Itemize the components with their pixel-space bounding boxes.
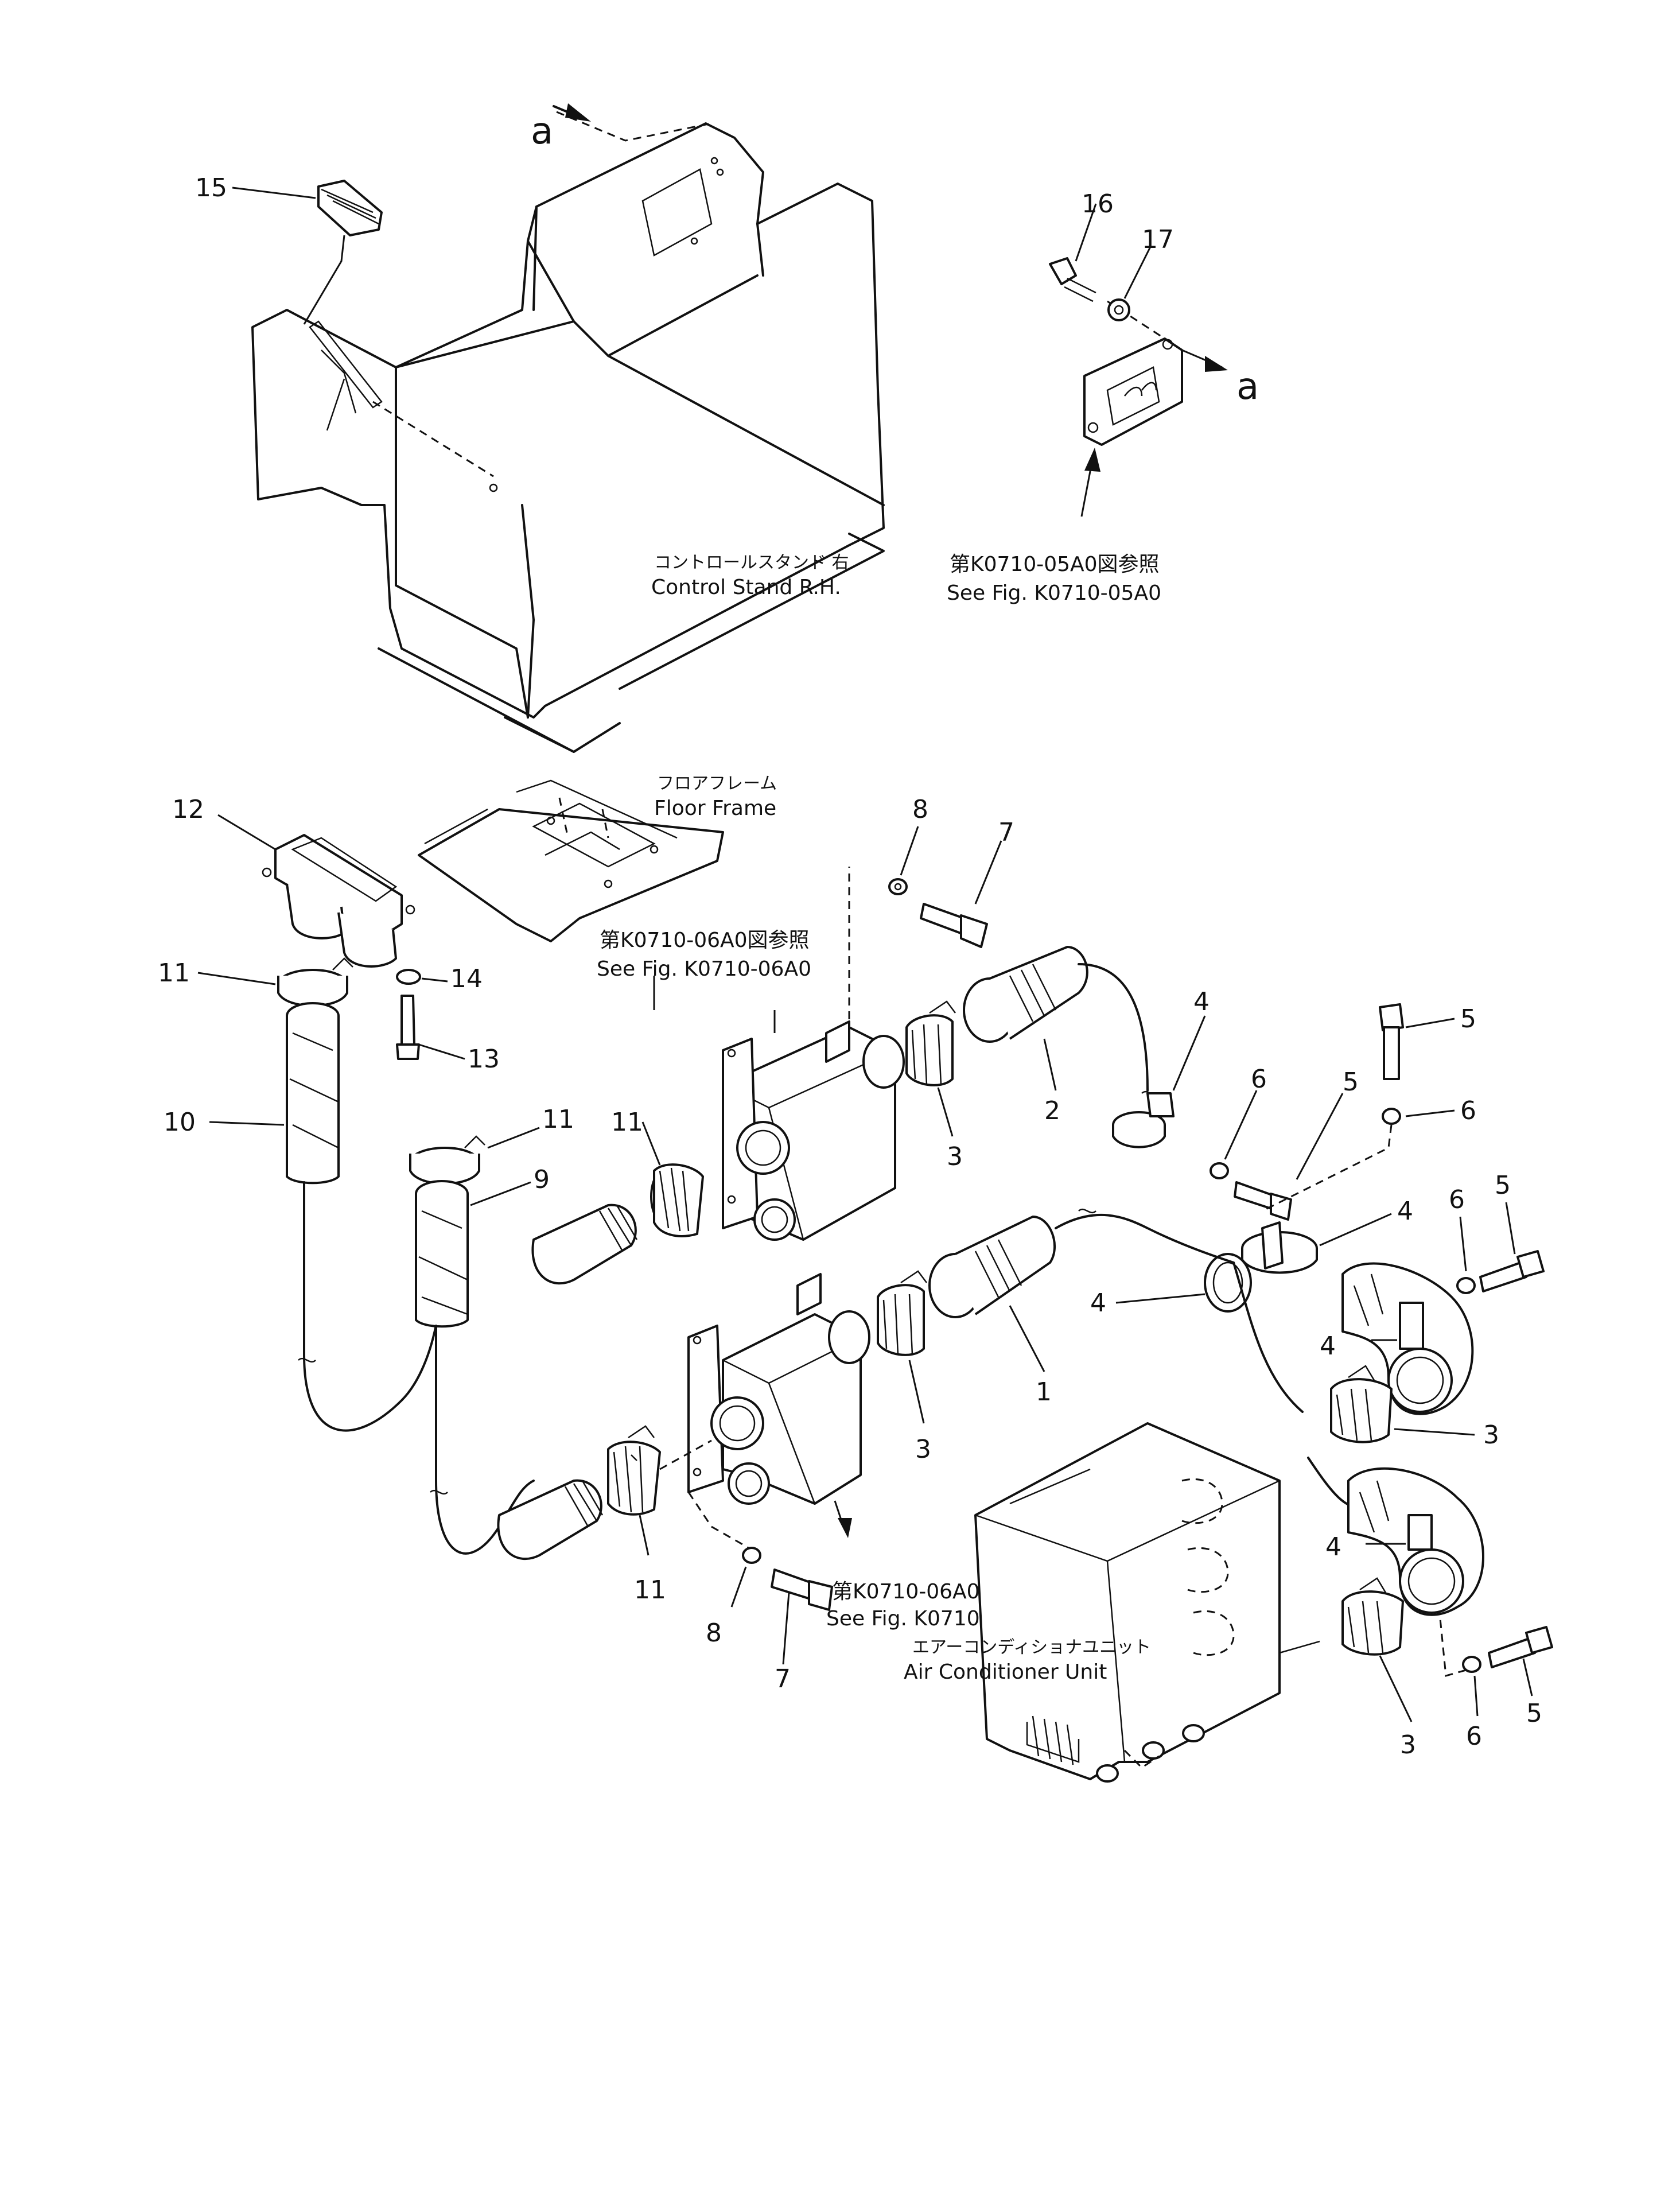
floor-frame: フロアフレーム Floor Frame xyxy=(418,774,777,942)
hose-upper-connector xyxy=(531,1204,638,1285)
callout-6-b: 6 xyxy=(1460,1096,1476,1125)
control-stand-label-jp: コントロールスタンド 右 xyxy=(654,553,849,573)
washer-6-right-top: 6 xyxy=(1262,1096,1476,1212)
control-stand-label-en: Control Stand R.H. xyxy=(651,576,841,599)
callout-8-lower: 8 xyxy=(706,1618,722,1648)
bolt-5-right-mid: 5 xyxy=(1479,1171,1545,1292)
callout-5-b: 5 xyxy=(1343,1067,1359,1097)
callout-11-a: 11 xyxy=(158,958,190,988)
callout-10: 10 xyxy=(164,1108,196,1137)
elbow-upper-right: 4 xyxy=(1320,1262,1474,1415)
bolt-5-vertical: 5 xyxy=(1379,1003,1476,1080)
callout-11-b: 11 xyxy=(542,1105,574,1134)
callout-5-a: 5 xyxy=(1460,1004,1476,1034)
floor-frame-label-en: Floor Frame xyxy=(654,797,776,820)
hose-10: 10 xyxy=(164,1002,444,1432)
control-stand-label: コントロールスタンド 右 Control Stand R.H. xyxy=(651,553,849,599)
view-a-arrow-top: a xyxy=(531,103,591,153)
part-13-bolt: 13 xyxy=(396,995,500,1074)
ring-4-upper: 4 xyxy=(1112,987,1210,1148)
callout-13: 13 xyxy=(468,1045,500,1074)
clamp-11-lower: 11 xyxy=(607,1425,712,1605)
aircon-label-en: Air Conditioner Unit xyxy=(904,1660,1107,1684)
callout-17: 17 xyxy=(1142,225,1174,254)
part-12-duct-head: 12 xyxy=(172,795,415,968)
clamp-3-upper: 3 xyxy=(905,1000,963,1171)
washer-6-lower-right: 6 xyxy=(1439,1618,1482,1751)
clamp-11-upper-box: 11 xyxy=(611,1108,704,1237)
upper-outlet-box xyxy=(722,867,905,1241)
washer-8-top: 8 xyxy=(888,795,928,895)
callout-4-middle: 4 xyxy=(1397,1197,1413,1226)
view-a-label-right: a xyxy=(1236,366,1259,408)
callout-2: 2 xyxy=(1044,1096,1060,1125)
ring-4-left: 4 xyxy=(1090,1253,1252,1318)
aircon-label-jp: エアーコンディショナユニット xyxy=(912,1637,1151,1657)
callout-16: 16 xyxy=(1082,189,1114,219)
elbow-lower-right: 4 xyxy=(1325,1467,1484,1616)
callout-7-top: 7 xyxy=(998,818,1014,847)
callout-3-upper: 3 xyxy=(947,1142,963,1171)
washer-8-lower: 8 xyxy=(706,1547,761,1648)
lower-outlet-box xyxy=(687,1273,870,1551)
hose-9: 9 xyxy=(415,1165,550,1555)
callout-5-c: 5 xyxy=(1495,1171,1511,1200)
floor-frame-label-jp: フロアフレーム xyxy=(657,774,777,794)
callout-7-lower: 7 xyxy=(775,1664,791,1694)
ref-06a0-top-jp: 第K0710-06A0図参照 xyxy=(600,929,810,952)
ref-05a0-jp: 第K0710-05A0図参照 xyxy=(950,553,1160,576)
clamp-11-left-top: 11 xyxy=(158,957,353,1007)
air-conditioner-unit: エアーコンディショナユニット Air Conditioner Unit xyxy=(904,1422,1320,1783)
bolt-7-top: 7 xyxy=(920,818,1014,948)
bolt-5-upper: 5 xyxy=(1234,1067,1359,1221)
callout-14: 14 xyxy=(450,964,483,993)
hose-2: 2 xyxy=(963,946,1160,1125)
callout-1: 1 xyxy=(1036,1377,1052,1407)
callout-4-upper: 4 xyxy=(1193,987,1210,1016)
callout-3-right-mid: 3 xyxy=(1483,1420,1499,1450)
view-a-label-top: a xyxy=(531,110,553,153)
callout-11-e: 11 xyxy=(634,1575,666,1605)
callout-12: 12 xyxy=(172,795,204,824)
hose-1: 1 xyxy=(928,1208,1235,1407)
clamp-11-d xyxy=(631,1454,637,1461)
washer-6-upper: 6 xyxy=(1210,1065,1267,1179)
part-15-grille: 15 xyxy=(195,173,383,325)
washer-6-right-mid: 6 xyxy=(1449,1185,1476,1294)
bolt-5-lower-right: 5 xyxy=(1488,1626,1553,1728)
ref-06a0-top-en: See Fig. K0710-06A0 xyxy=(597,957,811,981)
ref-05a0: 第K0710-05A0図参照 See Fig. K0710-05A0 xyxy=(947,553,1161,605)
callout-8-top: 8 xyxy=(912,795,928,824)
clamp-3-lower-right: 3 xyxy=(1341,1577,1416,1760)
clamp-3-center: 3 xyxy=(877,1270,931,1464)
clamp-3-right-mid: 3 xyxy=(1330,1365,1499,1450)
callout-9: 9 xyxy=(534,1165,550,1194)
callout-6-d: 6 xyxy=(1466,1722,1482,1751)
control-stand xyxy=(251,111,885,753)
callout-4-right-a: 4 xyxy=(1320,1331,1336,1361)
ref-06a0-top: 第K0710-06A0図参照 See Fig. K0710-06A0 xyxy=(597,929,811,1010)
callout-6-a: 6 xyxy=(1251,1065,1267,1094)
callout-4-right-b: 4 xyxy=(1325,1532,1341,1562)
callout-6-c: 6 xyxy=(1449,1185,1465,1214)
clamp-11-mid: 11 xyxy=(409,1105,574,1185)
ring-4-middle: 4 xyxy=(1241,1197,1413,1274)
bolt-7-lower: 7 xyxy=(771,1569,833,1694)
bracket-assembly: a 16 17 xyxy=(1049,189,1259,517)
callout-3-lower-right: 3 xyxy=(1400,1730,1416,1760)
callout-4-left: 4 xyxy=(1090,1288,1106,1318)
callout-5-d: 5 xyxy=(1526,1699,1542,1728)
hose-lower-connector xyxy=(497,1479,604,1560)
callout-3-center: 3 xyxy=(915,1435,931,1464)
callout-11-c: 11 xyxy=(611,1108,643,1137)
ref-05a0-en: See Fig. K0710-05A0 xyxy=(947,581,1161,605)
callout-15: 15 xyxy=(195,173,227,203)
part-14-washer: 14 xyxy=(396,964,483,993)
